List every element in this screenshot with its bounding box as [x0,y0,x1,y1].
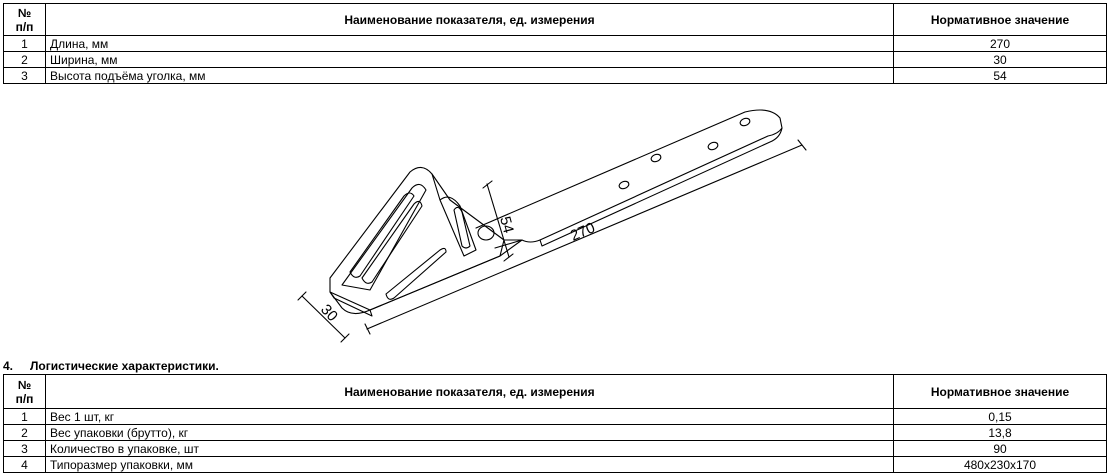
row-value: 270 [893,35,1107,52]
row-parameter: Ширина, мм [45,51,894,68]
angle-fold [431,173,441,201]
table-header-row: № п/п Наименование показателя, ед. измер… [3,374,1107,409]
row-number: 2 [3,424,46,441]
strip-edge [539,127,783,247]
angle-inner [341,183,427,291]
strip-outline [475,109,783,249]
angle-slot [385,247,447,300]
strip-hole [739,117,751,127]
row-number: 2 [3,51,46,68]
strip-hole [477,225,495,241]
header-number: № п/п [3,374,46,409]
row-value: 13,8 [893,424,1107,441]
strip-hole [650,153,662,163]
dim-ext-length [364,139,807,335]
angle-base-front [329,291,373,317]
dim-line-length [366,144,803,330]
row-number: 3 [3,67,46,84]
section-heading: 4. Логистические характеристики. [3,359,219,373]
table-row: 1 Длина, мм 270 [3,35,1107,52]
row-parameter: Типоразмер упаковки, мм [45,456,894,473]
technical-specs-table: № п/п Наименование показателя, ед. измер… [3,3,1107,84]
table-row: 2 Ширина, мм 30 [3,51,1107,68]
dim-line-width [301,295,346,339]
row-parameter: Вес 1 шт, кг [45,408,894,425]
section-title: Логистические характеристики. [30,359,219,373]
dim-ext-height [482,180,514,262]
row-parameter: Вес упаковки (брутто), кг [45,424,894,441]
strip-hole [618,180,630,190]
table-row: 3 Высота подъёма уголка, мм 54 [3,67,1107,84]
angle-base [369,239,505,311]
dim-line-height [486,183,510,258]
row-number: 3 [3,440,46,457]
row-number: 1 [3,408,46,425]
header-parameter-name: Наименование показателя, ед. измерения [45,3,894,36]
table-row: 3 Количество в упаковке, шт 90 [3,440,1107,457]
row-value: 30 [893,51,1107,68]
row-parameter: Количество в упаковке, шт [45,440,894,457]
angle-slot [453,206,471,249]
row-value: 54 [893,67,1107,84]
angle-outline [329,166,523,315]
dim-label-height: 54 [496,215,517,236]
row-value: 90 [893,440,1107,457]
angle-slot [361,200,423,284]
dim-label-width: 30 [317,301,341,325]
bracket-technical-drawing: 270 30 54 [297,109,807,343]
header-number: № п/п [3,3,46,36]
row-number: 4 [3,456,46,473]
row-value: 480x230x170 [893,456,1107,473]
row-parameter: Высота подъёма уголка, мм [45,67,894,84]
strip-hole [707,141,719,151]
table-row: 4 Типоразмер упаковки, мм 480x230x170 [3,456,1107,473]
row-parameter: Длина, мм [45,35,894,52]
header-normative-value: Нормативное значение [893,3,1107,36]
angle-slot [349,192,415,278]
table-header-row: № п/п Наименование показателя, ед. измер… [3,3,1107,36]
row-value: 0,15 [893,408,1107,425]
table-row: 1 Вес 1 шт, кг 0,15 [3,408,1107,425]
header-normative-value: Нормативное значение [893,374,1107,409]
section-number: 4. [3,359,14,373]
logistics-table: № п/п Наименование показателя, ед. измер… [3,374,1107,473]
dim-ext-width [297,291,350,343]
row-number: 1 [3,35,46,52]
header-parameter-name: Наименование показателя, ед. измерения [45,374,894,409]
table-row: 2 Вес упаковки (брутто), кг 13,8 [3,424,1107,441]
angle-rib [439,196,477,257]
